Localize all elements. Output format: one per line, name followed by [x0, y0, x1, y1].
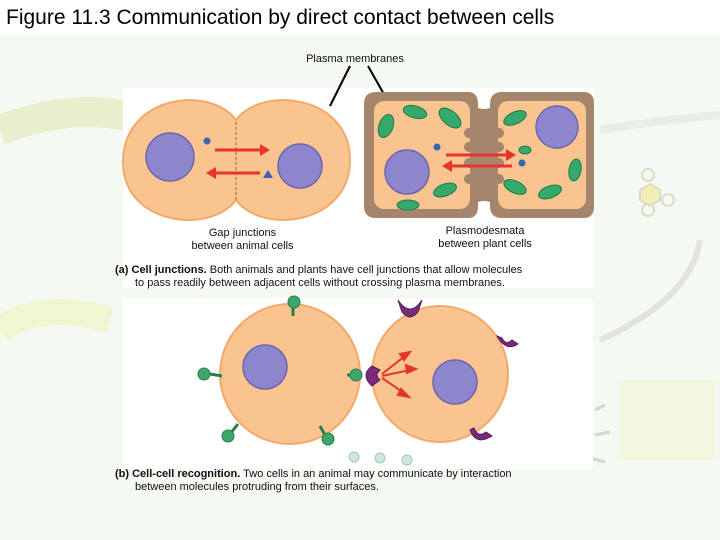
caption-b-body: Two cells in an animal may communicate b… — [240, 468, 512, 480]
plant-cells — [364, 92, 594, 218]
membrane-pointer-line — [367, 65, 386, 97]
caption-b-heading: (b) Cell-cell recognition. — [115, 468, 241, 480]
plasma-membranes-label: Plasma membranes — [306, 53, 404, 65]
caption-b-body-2: between molecules protruding from their … — [135, 481, 379, 493]
cell-recognition-illustration — [123, 295, 593, 470]
nucleus — [145, 132, 195, 182]
caption-a-body-2: to pass readily between adjacent cells w… — [135, 277, 505, 289]
caption-a-body: Both animals and plants have cell juncti… — [206, 264, 523, 276]
caption-cell-junctions: (a) Cell junctions. Both animals and pla… — [115, 264, 595, 290]
caption-a-heading: (a) Cell junctions. — [115, 264, 207, 276]
animal-cells — [121, 99, 352, 221]
caption-cell-recognition: (b) Cell-cell recognition. Two cells in … — [115, 468, 595, 494]
cell-junctions-illustration — [121, 65, 594, 221]
figure-title: Figure 11.3 Communication by direct cont… — [6, 6, 555, 29]
nucleus — [277, 143, 323, 189]
plasmodesmata-label: Plasmodesmata between plant cells — [438, 225, 532, 250]
gap-junctions-label: Gap junctions between animal cells — [191, 227, 294, 252]
membrane-pointer-line — [329, 65, 351, 107]
